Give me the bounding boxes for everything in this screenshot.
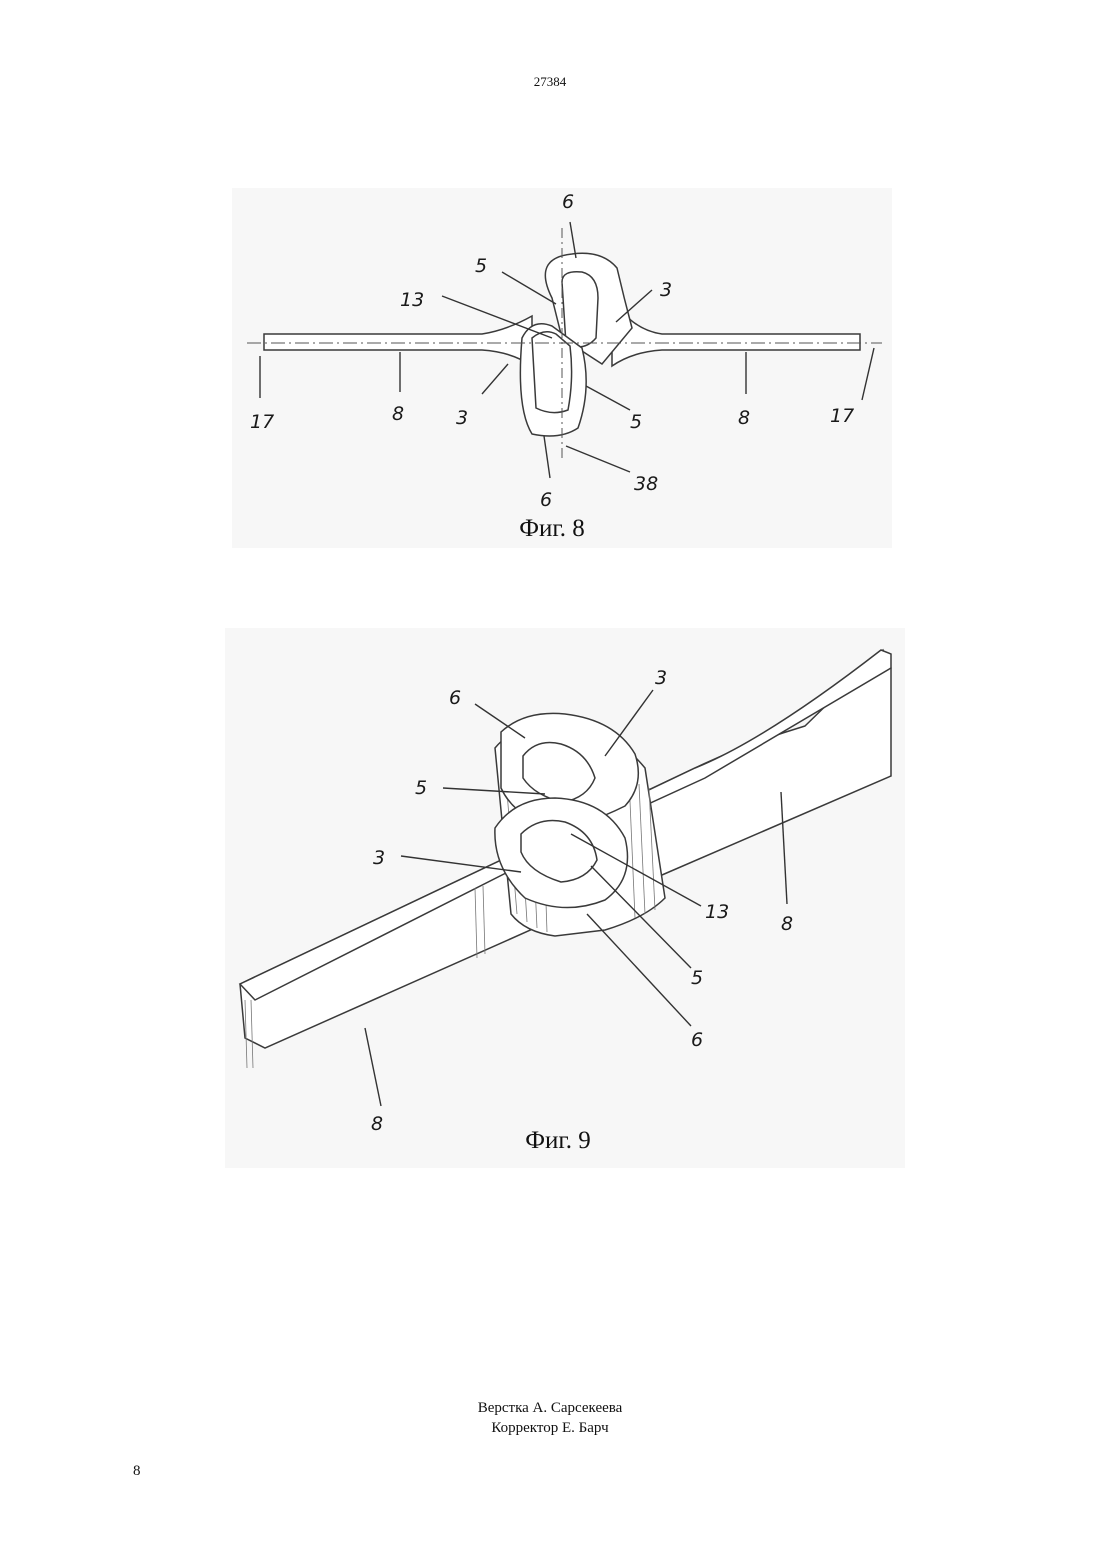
fig8-label: 3 — [660, 279, 672, 301]
leader-6-top — [570, 222, 576, 258]
fig9-label: 3 — [655, 667, 667, 689]
figure-8-svg: 6 5 13 3 17 8 3 5 8 17 38 6 — [232, 188, 892, 548]
fig9-label: 8 — [781, 913, 793, 935]
figure-9-caption: Фиг. 9 — [458, 1127, 658, 1155]
figure-9-svg: 6 3 5 3 13 8 5 6 8 — [225, 628, 905, 1168]
fig8-label: 38 — [634, 473, 658, 495]
leader-8-left — [365, 1028, 381, 1106]
leader-6-bottom — [544, 436, 550, 478]
corrector-credit: Корректор Е. Барч — [0, 1418, 1100, 1438]
leader-17-right — [862, 348, 874, 400]
lower-slot — [532, 332, 572, 413]
figure-9-drawing: 6 3 5 3 13 8 5 6 8 — [225, 628, 905, 1168]
leader-6-bottom — [587, 914, 691, 1026]
fig8-label: 17 — [830, 405, 854, 427]
fig8-label: 5 — [630, 411, 642, 433]
credits-block: Верстка А. Сарсекеева Корректор Е. Барч — [0, 1398, 1100, 1438]
page-number: 8 — [133, 1463, 141, 1480]
fig8-label: 13 — [400, 289, 424, 311]
leader-5-bottom — [586, 386, 630, 410]
fig8-label: 5 — [475, 255, 487, 277]
leader-38 — [566, 446, 630, 472]
fig8-label: 8 — [738, 407, 750, 429]
upper-slot — [562, 272, 598, 347]
right-strip — [612, 298, 860, 366]
layout-credit: Верстка А. Сарсекеева — [0, 1398, 1100, 1418]
fig9-label: 3 — [373, 847, 385, 869]
left-strip — [264, 316, 532, 366]
fig9-label: 6 — [691, 1029, 703, 1051]
fig8-label: 8 — [392, 403, 404, 425]
fig9-label: 6 — [449, 687, 461, 709]
fig8-label: 6 — [562, 191, 574, 213]
fig9-label: 5 — [415, 777, 427, 799]
leader-3-left — [482, 364, 508, 394]
fig8-label: 17 — [250, 411, 274, 433]
fig9-label: 5 — [691, 967, 703, 989]
fig8-label: 3 — [456, 407, 468, 429]
figure-8-drawing: 6 5 13 3 17 8 3 5 8 17 38 6 — [232, 188, 892, 548]
fig8-label: 6 — [540, 489, 552, 511]
figure-8-caption: Фиг. 8 — [452, 515, 652, 543]
fig9-label: 8 — [371, 1113, 383, 1135]
fig9-label: 13 — [705, 901, 729, 923]
document-number: 27384 — [0, 74, 1100, 90]
